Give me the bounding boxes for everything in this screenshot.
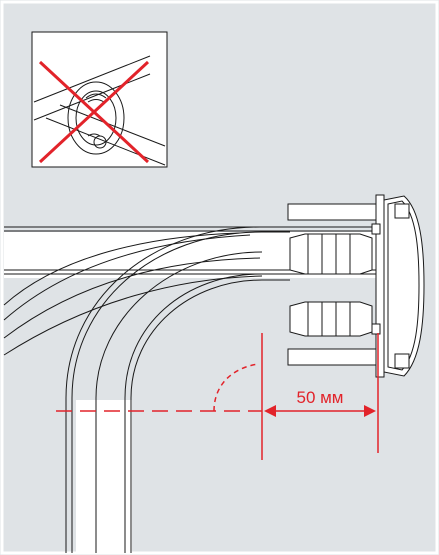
connection-box [371, 194, 425, 378]
dashed-arc [213, 363, 259, 412]
vertical-band [76, 400, 132, 553]
arrow-left-icon [264, 405, 276, 417]
fittings [287, 203, 379, 366]
dimension-label: 50 мм [296, 388, 343, 407]
alignment-guides [56, 333, 379, 460]
arrow-right-icon [364, 405, 376, 417]
cross-icon [38, 60, 150, 164]
incorrect-inset [31, 31, 168, 168]
